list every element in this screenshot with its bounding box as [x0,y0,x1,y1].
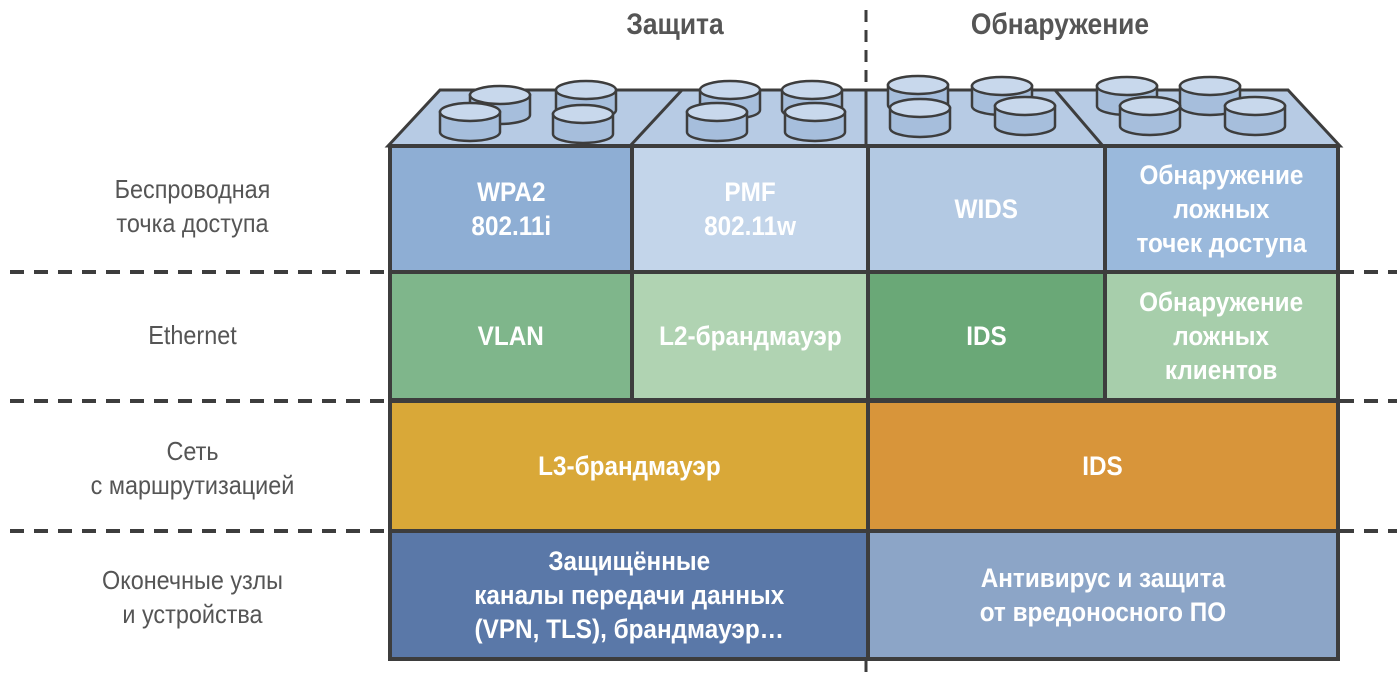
block-top-divider [628,88,684,148]
row-label-endpoints: Оконечные узлы и устройства [102,565,283,629]
stud-top [468,84,532,106]
stud-top [1178,75,1242,97]
header-protection: Защита [626,8,724,41]
cell-wids: WIDS [866,144,1107,274]
cell-l3-firewall: L3-брандмауэр [388,399,870,533]
block-top-divider [1053,89,1105,147]
stud-top [780,79,844,101]
stud-top [554,79,618,101]
stud-top [438,101,502,123]
cell-pmf-text: PMF 802.11w [704,177,796,241]
cell-secure-channels: Защищённые каналы передачи данных (VPN, … [388,529,870,661]
cell-rogue-ap-text: Обнаружение ложных точек доступа [1136,160,1307,258]
cell-ids-routed-text: IDS [1082,451,1124,481]
header-detection: Обнаружение [970,8,1150,41]
stud-top [993,95,1057,117]
cell-vlan: VLAN [388,270,634,402]
cell-rogue-ap: Обнаружение ложных точек доступа [1103,144,1340,274]
cell-antivirus: Антивирус и защита от вредоносного ПО [866,529,1340,661]
row-label-wireless: Беспроводная точка доступа [114,174,271,238]
cell-l2-firewall-text: L2-брандмауэр [658,321,842,351]
cell-vlan-text: VLAN [477,321,545,351]
stud-top [698,79,762,101]
cell-wpa2: WPA2 802.11i [388,144,634,274]
cell-antivirus-text: Антивирус и защита от вредоносного ПО [979,563,1227,627]
stud-top [970,75,1034,97]
cell-l2-firewall: L2-брандмауэр [630,270,870,402]
cell-l3-firewall-text: L3-брандмауэр [537,451,721,481]
stud-top [1095,75,1159,97]
cell-rogue-clients-text: Обнаружение ложных клиентов [1139,287,1304,385]
lego-studs [438,74,1287,145]
stud-top [886,74,950,96]
cell-ids-ethernet-text: IDS [966,321,1007,351]
row-label-routed: Сеть с маршрутизацией [90,436,295,500]
cell-wpa2-text: WPA2 802.11i [471,177,551,241]
stud-top [551,103,615,125]
cell-wids-text: WIDS [954,194,1019,224]
cell-ids-ethernet: IDS [866,270,1107,402]
stud-top [888,97,952,119]
cell-secure-channels-text: Защищённые каналы передачи данных (VPN, … [473,546,785,644]
stud-top [685,101,749,123]
stud-top [1223,95,1287,117]
stud-top [1118,95,1182,117]
row-label-ethernet: Ethernet [148,320,237,350]
cell-rogue-clients: Обнаружение ложных клиентов [1103,270,1340,402]
cell-pmf: PMF 802.11w [630,144,870,274]
cell-ids-routed: IDS [866,399,1340,533]
stud-top [783,101,847,123]
